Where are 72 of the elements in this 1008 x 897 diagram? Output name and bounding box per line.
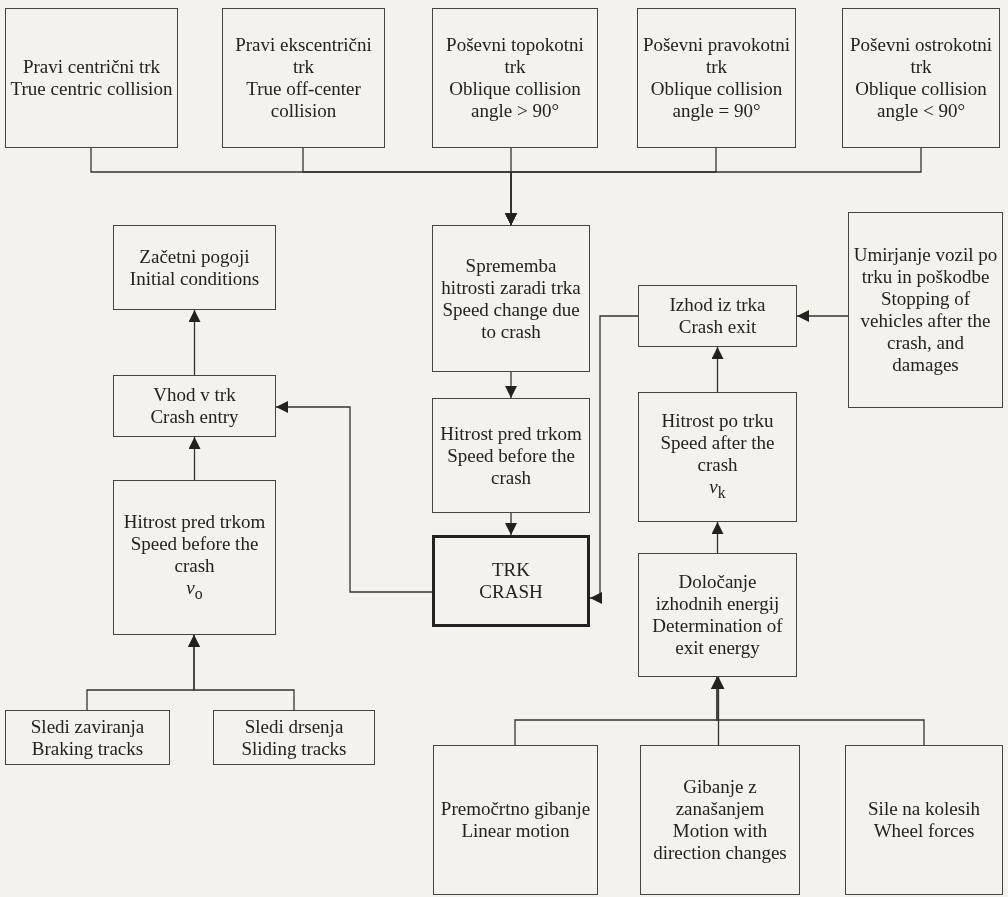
box-text: Speed change due to crash [441,298,581,343]
box-text: Hitrost pred trkom [440,422,582,445]
process-box [432,8,598,148]
arrow [505,147,922,226]
central-box [432,535,590,627]
process-box [433,745,598,895]
box-text: Oblique collision angle < 90° [854,78,988,122]
arrow [188,436,201,481]
box-text: Poševni pravokotni trk [642,34,791,78]
box-text: Hitrost po trku [661,410,774,433]
box-text: Gibanje z zanašanjem [674,776,766,820]
arrow [505,371,517,399]
box-text: Začetni pogoji [139,245,250,268]
arrow [796,310,849,322]
box-text: Oblique collision angle = 90° [649,78,784,122]
box-text: Linear motion [461,820,570,842]
box-text: Poševni topokotni trk [445,34,585,78]
box-text: Wheel forces [873,820,975,842]
process-box [638,553,797,677]
box-text: Pravi ekscentrični trk [234,34,373,78]
box-text: Sprememba hitrosti zaradi trka [440,254,582,299]
process-box [213,710,375,765]
arrow [711,346,724,393]
box-text: Speed before the crash [446,444,576,489]
process-box [113,480,276,635]
process-box [637,8,796,148]
box-text: TRK [492,559,530,581]
box-text: v$_{o}$ [186,576,203,604]
arrow [188,634,295,711]
box-text: Determination of exit energy [651,615,784,659]
arrow [711,676,925,746]
box-text: Oblique collision angle > 90° [448,78,582,122]
arrow [711,521,724,554]
arrow [275,401,433,593]
process-box [842,8,1000,148]
process-box [113,375,276,437]
box-text: Sile na kolesih [868,798,980,820]
box-text: Pravi centrični trk [22,56,161,78]
arrow [505,512,517,536]
box-text: Stopping of vehicles after the crash, and damages [859,288,992,376]
process-box [432,225,590,372]
process-box [222,8,385,148]
box-text: CRASH [479,581,543,603]
process-box [638,392,797,522]
box-text: Poševni ostrokotni trk [849,34,993,78]
process-box [432,398,590,513]
box-text: Crash entry [150,406,239,428]
box-text: Vhod v trk [153,384,236,406]
process-box [5,710,170,765]
process-box [638,285,797,347]
box-text: Sliding tracks [241,737,347,760]
process-box [845,745,1003,895]
box-text: Hitrost pred trkom [123,510,266,533]
box-text: v$_{k}$ [709,476,726,503]
box-text: Sledi drsenja [244,715,344,738]
box-text: Crash exit [678,316,757,338]
box-text: True centric collision [10,78,173,100]
box-text: Izhod iz trka [669,294,766,316]
box-text: True off-center collision [245,78,362,122]
process-box [5,8,178,148]
box-text: Initial conditions [129,267,260,290]
box-text: Premočrtno gibanje [440,798,591,820]
arrow [589,315,639,604]
process-box [113,225,276,310]
box-text: Motion with direction changes [652,820,788,864]
box-text: Določanje izhodnih energij [654,571,781,615]
process-box [848,212,1003,408]
arrow [188,309,201,376]
box-text: Sledi zaviranja [30,715,145,738]
box-text: Umirjanje vozil po trku in poškodbe [853,244,998,288]
box-text: Braking tracks [31,737,144,760]
process-box [640,745,800,895]
